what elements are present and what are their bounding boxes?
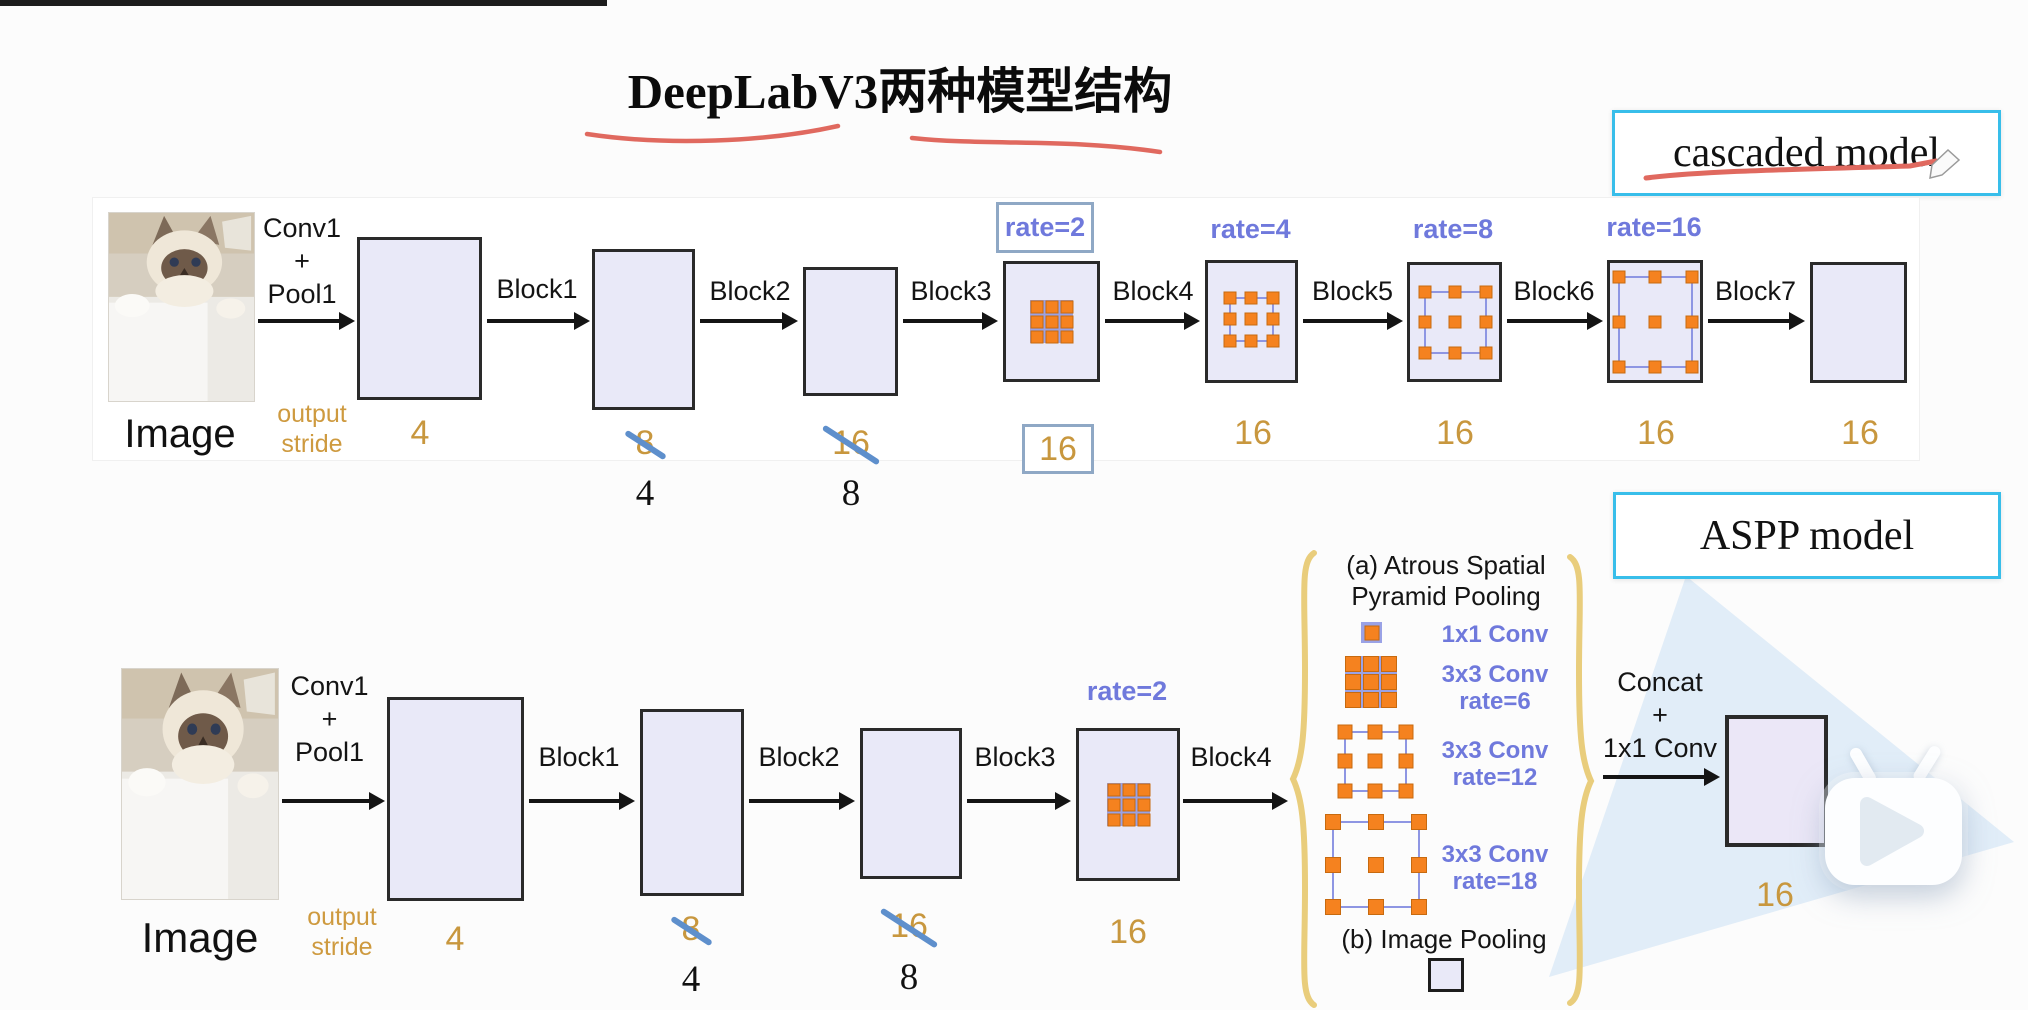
atrous-grid-rate2 [1030, 300, 1073, 343]
arrow-label-block1: Block1 [538, 742, 620, 772]
aspp-model-label: ASPP model [1699, 512, 1915, 559]
stride-value: 4 [445, 920, 465, 958]
cascaded-model-tag: cascaded model [1612, 110, 2001, 196]
stride-value: 16 [1109, 913, 1147, 951]
aspp-model-tag: ASPP model [1613, 492, 2001, 579]
arrow-block1 [529, 799, 620, 803]
stride-old: 8 [681, 910, 701, 948]
conv3x3-rate12-label: 3x3 Conv rate=12 [1441, 737, 1549, 791]
conv3x3-rate18-icon [1325, 814, 1427, 915]
arrow-block6 [1507, 319, 1588, 323]
conv3x3-rate18-label: 3x3 Conv rate=18 [1441, 841, 1549, 895]
arrow-block4 [1105, 319, 1185, 323]
stride-new: 4 [635, 473, 655, 514]
cascaded-red-underline [1643, 148, 1961, 181]
cat-photo-illustration [109, 213, 254, 401]
stride-old: 8 [635, 424, 655, 462]
arrow-block5 [1303, 319, 1388, 323]
arrow-label-block7: Block7 [1714, 276, 1797, 306]
arrow-stem-1 [258, 319, 340, 323]
aspp-block-stem [387, 697, 524, 901]
pencil-cursor-icon [1929, 148, 1961, 180]
video-progress-bar [0, 0, 607, 6]
arrow-label-block2: Block2 [709, 276, 791, 306]
stride-new: 4 [681, 959, 701, 1000]
aspp-panel-title: (a) Atrous Spatial Pyramid Pooling [1346, 550, 1546, 611]
arrow-block2 [749, 799, 840, 803]
arrow-block3 [903, 319, 983, 323]
stride-old: 16 [890, 907, 928, 945]
arrow-block4 [1183, 799, 1273, 803]
cascaded-block6-atrous [1607, 260, 1703, 383]
conv3x3-rate12-icon [1337, 724, 1413, 798]
image-pooling-square [1428, 958, 1464, 992]
cascaded-block3-atrous [1003, 261, 1100, 382]
conv1x1-label: 1x1 Conv [1441, 621, 1549, 648]
page-title: DeepLabV3两种模型结构 [627, 64, 1173, 119]
cascaded-block1 [592, 249, 695, 410]
input-cat-image [121, 668, 279, 900]
cascaded-block2 [803, 267, 898, 396]
arrow-label-block6: Block6 [1513, 276, 1595, 306]
cascaded-image-label: Image [124, 412, 236, 456]
arrow-block7 [1708, 319, 1790, 323]
arrow-label-block4: Block4 [1112, 276, 1194, 306]
aspp-image-label: Image [141, 914, 259, 961]
arrow-block2 [700, 319, 783, 323]
stride-value: 16 [1234, 414, 1272, 452]
atrous-grid-rate16 [1612, 270, 1698, 373]
arrow-label-block2: Block2 [758, 742, 840, 772]
cat-photo-illustration [122, 669, 278, 899]
title-red-underlines [584, 123, 1163, 155]
arrow-block1 [487, 319, 575, 323]
cascaded-block7 [1810, 262, 1907, 383]
aspp-stem-label: Conv1 + Pool1 [290, 671, 369, 767]
cascaded-output-stride-label: output stride [277, 400, 347, 458]
arrow-concat [1603, 775, 1705, 779]
arrow-label-block3: Block3 [910, 276, 992, 306]
right-brace [1567, 554, 1595, 1006]
stride-value: 4 [410, 414, 430, 452]
conv1x1-icon [1361, 622, 1382, 643]
rate-2-box: rate=2 [996, 202, 1094, 253]
conv3x3-rate6-icon [1345, 656, 1397, 708]
arrow-label-block1: Block1 [496, 274, 578, 304]
rate-8-label: rate=8 [1412, 214, 1494, 244]
atrous-grid-rate2 [1107, 783, 1150, 826]
cascaded-stem-label: Conv1 + Pool1 [262, 213, 342, 309]
aspp-block2 [860, 728, 962, 879]
play-icon [1860, 797, 1924, 866]
stride-value: 16 [1637, 414, 1675, 452]
stride-value: 16 [1436, 414, 1474, 452]
cascaded-block5-atrous [1407, 262, 1502, 382]
rate-2-label: rate=2 [1086, 676, 1168, 706]
aspp-block1 [640, 709, 744, 896]
tv-logo-watermark [1825, 778, 1962, 885]
stride-value: 16 [1756, 876, 1794, 914]
aspp-final-block [1725, 715, 1828, 847]
stride-new: 8 [841, 473, 861, 514]
cascaded-block4-atrous [1205, 260, 1298, 383]
concat-label: Concat + 1x1 Conv [1602, 667, 1718, 763]
input-cat-image [108, 212, 255, 402]
stride-new: 8 [899, 957, 919, 998]
rate-16-label: rate=16 [1606, 212, 1702, 242]
arrow-block3 [967, 799, 1056, 803]
aspp-output-stride-label: output stride [307, 903, 377, 961]
aspp-block3-atrous [1076, 728, 1180, 881]
left-brace [1289, 550, 1317, 1008]
conv3x3-rate6-label: 3x3 Conv rate=6 [1441, 661, 1549, 715]
stride-16-box: 16 [1022, 424, 1094, 474]
arrow-label-block3: Block3 [974, 742, 1056, 772]
arrow-stem-2 [282, 799, 370, 803]
image-pooling-label: (b) Image Pooling [1341, 924, 1547, 954]
cascaded-block-stem [357, 237, 482, 400]
stride-old: 16 [832, 424, 870, 462]
atrous-grid-rate4 [1223, 291, 1279, 347]
arrow-label-block5: Block5 [1311, 276, 1394, 306]
rate-4-label: rate=4 [1210, 214, 1291, 244]
atrous-grid-rate8 [1418, 285, 1492, 359]
stride-value: 16 [1841, 414, 1879, 452]
arrow-label-block4: Block4 [1190, 742, 1272, 772]
